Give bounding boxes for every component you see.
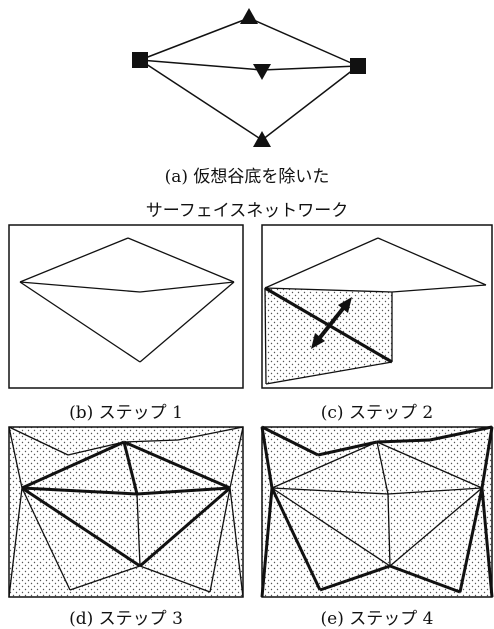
pass-marker-left [132, 52, 148, 68]
caption-a-line2: サーフェイスネットワーク [145, 201, 349, 221]
pass-marker-right [350, 58, 366, 74]
caption-e: (e) ステップ 4 [320, 609, 434, 629]
caption-b: (b) ステップ 1 [69, 403, 183, 423]
panel-d-step3 [8, 426, 244, 598]
caption-d: (d) ステップ 3 [69, 609, 183, 629]
panel-c-step2 [261, 224, 493, 389]
caption-a-line1: (a) 仮想谷底を除いた [164, 167, 330, 187]
caption-c: (c) ステップ 2 [320, 403, 434, 423]
panel-b-step1 [8, 224, 244, 389]
panel-e-step4 [260, 425, 494, 598]
network-edges [139, 17, 359, 141]
pit-marker [253, 64, 271, 80]
peak-marker-top [240, 8, 258, 24]
swap-arrow [311, 297, 352, 349]
peak-marker-bottom [253, 131, 271, 147]
